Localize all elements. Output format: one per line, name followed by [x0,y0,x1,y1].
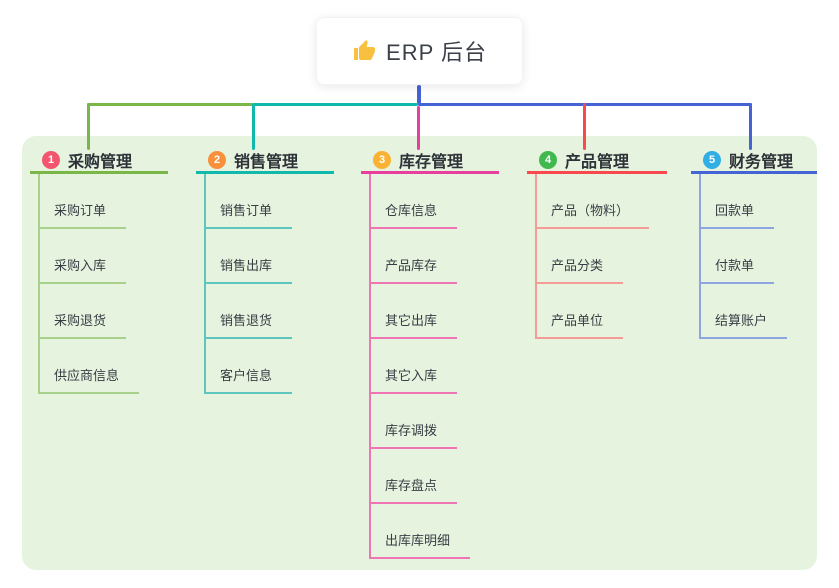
child-node-supplier-info[interactable]: 供应商信息 [38,365,140,394]
child-node-stock-transfer[interactable]: 库存调拨 [369,420,458,449]
branch-node-inventory[interactable]: 3 库存管理 [361,148,499,174]
branch-children: 仓库信息 产品库存 其它出库 其它入库 库存调拨 库存盘点 出库库明细 [369,174,499,559]
branch-node-sales[interactable]: 2 销售管理 [196,148,334,174]
branch-label: 库存管理 [399,153,464,171]
branches-panel [22,136,817,570]
branch-number-badge: 3 [373,150,391,169]
branch-children: 产品（物料） 产品分类 产品单位 [535,174,667,339]
child-node-receipt-doc[interactable]: 回款单 [699,200,775,229]
thumbs-up-icon [352,39,376,63]
child-node-purchase-order[interactable]: 采购订单 [38,200,127,229]
child-node-outbound-detail[interactable]: 出库库明细 [369,530,471,559]
branch-number-badge: 2 [208,150,226,169]
branch-node-purchase[interactable]: 1 采购管理 [30,148,168,174]
branch-drop-product [583,103,586,150]
child-node-warehouse-info[interactable]: 仓库信息 [369,200,458,229]
branch-children: 销售订单 销售出库 销售退货 客户信息 [204,174,334,394]
branch-finance: 5 财务管理 回款单 付款单 结算账户 [691,148,817,339]
root-drop-line [417,85,421,104]
branch-node-finance[interactable]: 5 财务管理 [691,148,817,174]
branch-inventory: 3 库存管理 仓库信息 产品库存 其它出库 其它入库 库存调拨 库存盘点 出库库… [361,148,499,559]
root-label: ERP 后台 [386,40,487,65]
child-node-sales-return[interactable]: 销售退货 [204,310,293,339]
branch-drop-finance [749,103,752,150]
child-node-product-category[interactable]: 产品分类 [535,255,624,284]
branch-drop-sales [252,103,255,150]
branch-label: 采购管理 [68,153,133,171]
rail-segment-purchase [87,103,253,106]
child-node-settlement-account[interactable]: 结算账户 [699,310,788,339]
branch-number-badge: 1 [42,150,60,169]
branch-label: 产品管理 [565,153,630,171]
branch-purchase: 1 采购管理 采购订单 采购入库 采购退货 供应商信息 [30,148,168,394]
branch-label: 财务管理 [729,153,794,171]
rail-segment-sales [253,103,418,106]
child-node-payment-doc[interactable]: 付款单 [699,255,775,284]
root-node[interactable]: ERP 后台 [316,17,523,85]
branch-children: 回款单 付款单 结算账户 [699,174,817,339]
branch-product: 4 产品管理 产品（物料） 产品分类 产品单位 [527,148,667,339]
child-node-purchase-return[interactable]: 采购退货 [38,310,127,339]
child-node-product-material[interactable]: 产品（物料） [535,200,650,229]
branch-number-badge: 5 [703,150,721,169]
branch-drop-purchase [87,103,90,150]
child-node-other-inbound[interactable]: 其它入库 [369,365,458,394]
child-node-product-unit[interactable]: 产品单位 [535,310,624,339]
child-node-purchase-inbound[interactable]: 采购入库 [38,255,127,284]
child-node-stock-count[interactable]: 库存盘点 [369,475,458,504]
branch-number-badge: 4 [539,150,557,169]
branch-children: 采购订单 采购入库 采购退货 供应商信息 [38,174,168,394]
branch-drop-inventory [417,106,420,150]
branch-node-product[interactable]: 4 产品管理 [527,148,667,174]
child-node-sales-outbound[interactable]: 销售出库 [204,255,293,284]
child-node-sales-order[interactable]: 销售订单 [204,200,293,229]
child-node-other-outbound[interactable]: 其它出库 [369,310,458,339]
branch-label: 销售管理 [234,153,299,171]
branch-sales: 2 销售管理 销售订单 销售出库 销售退货 客户信息 [196,148,334,394]
child-node-customer-info[interactable]: 客户信息 [204,365,293,394]
child-node-product-stock[interactable]: 产品库存 [369,255,458,284]
